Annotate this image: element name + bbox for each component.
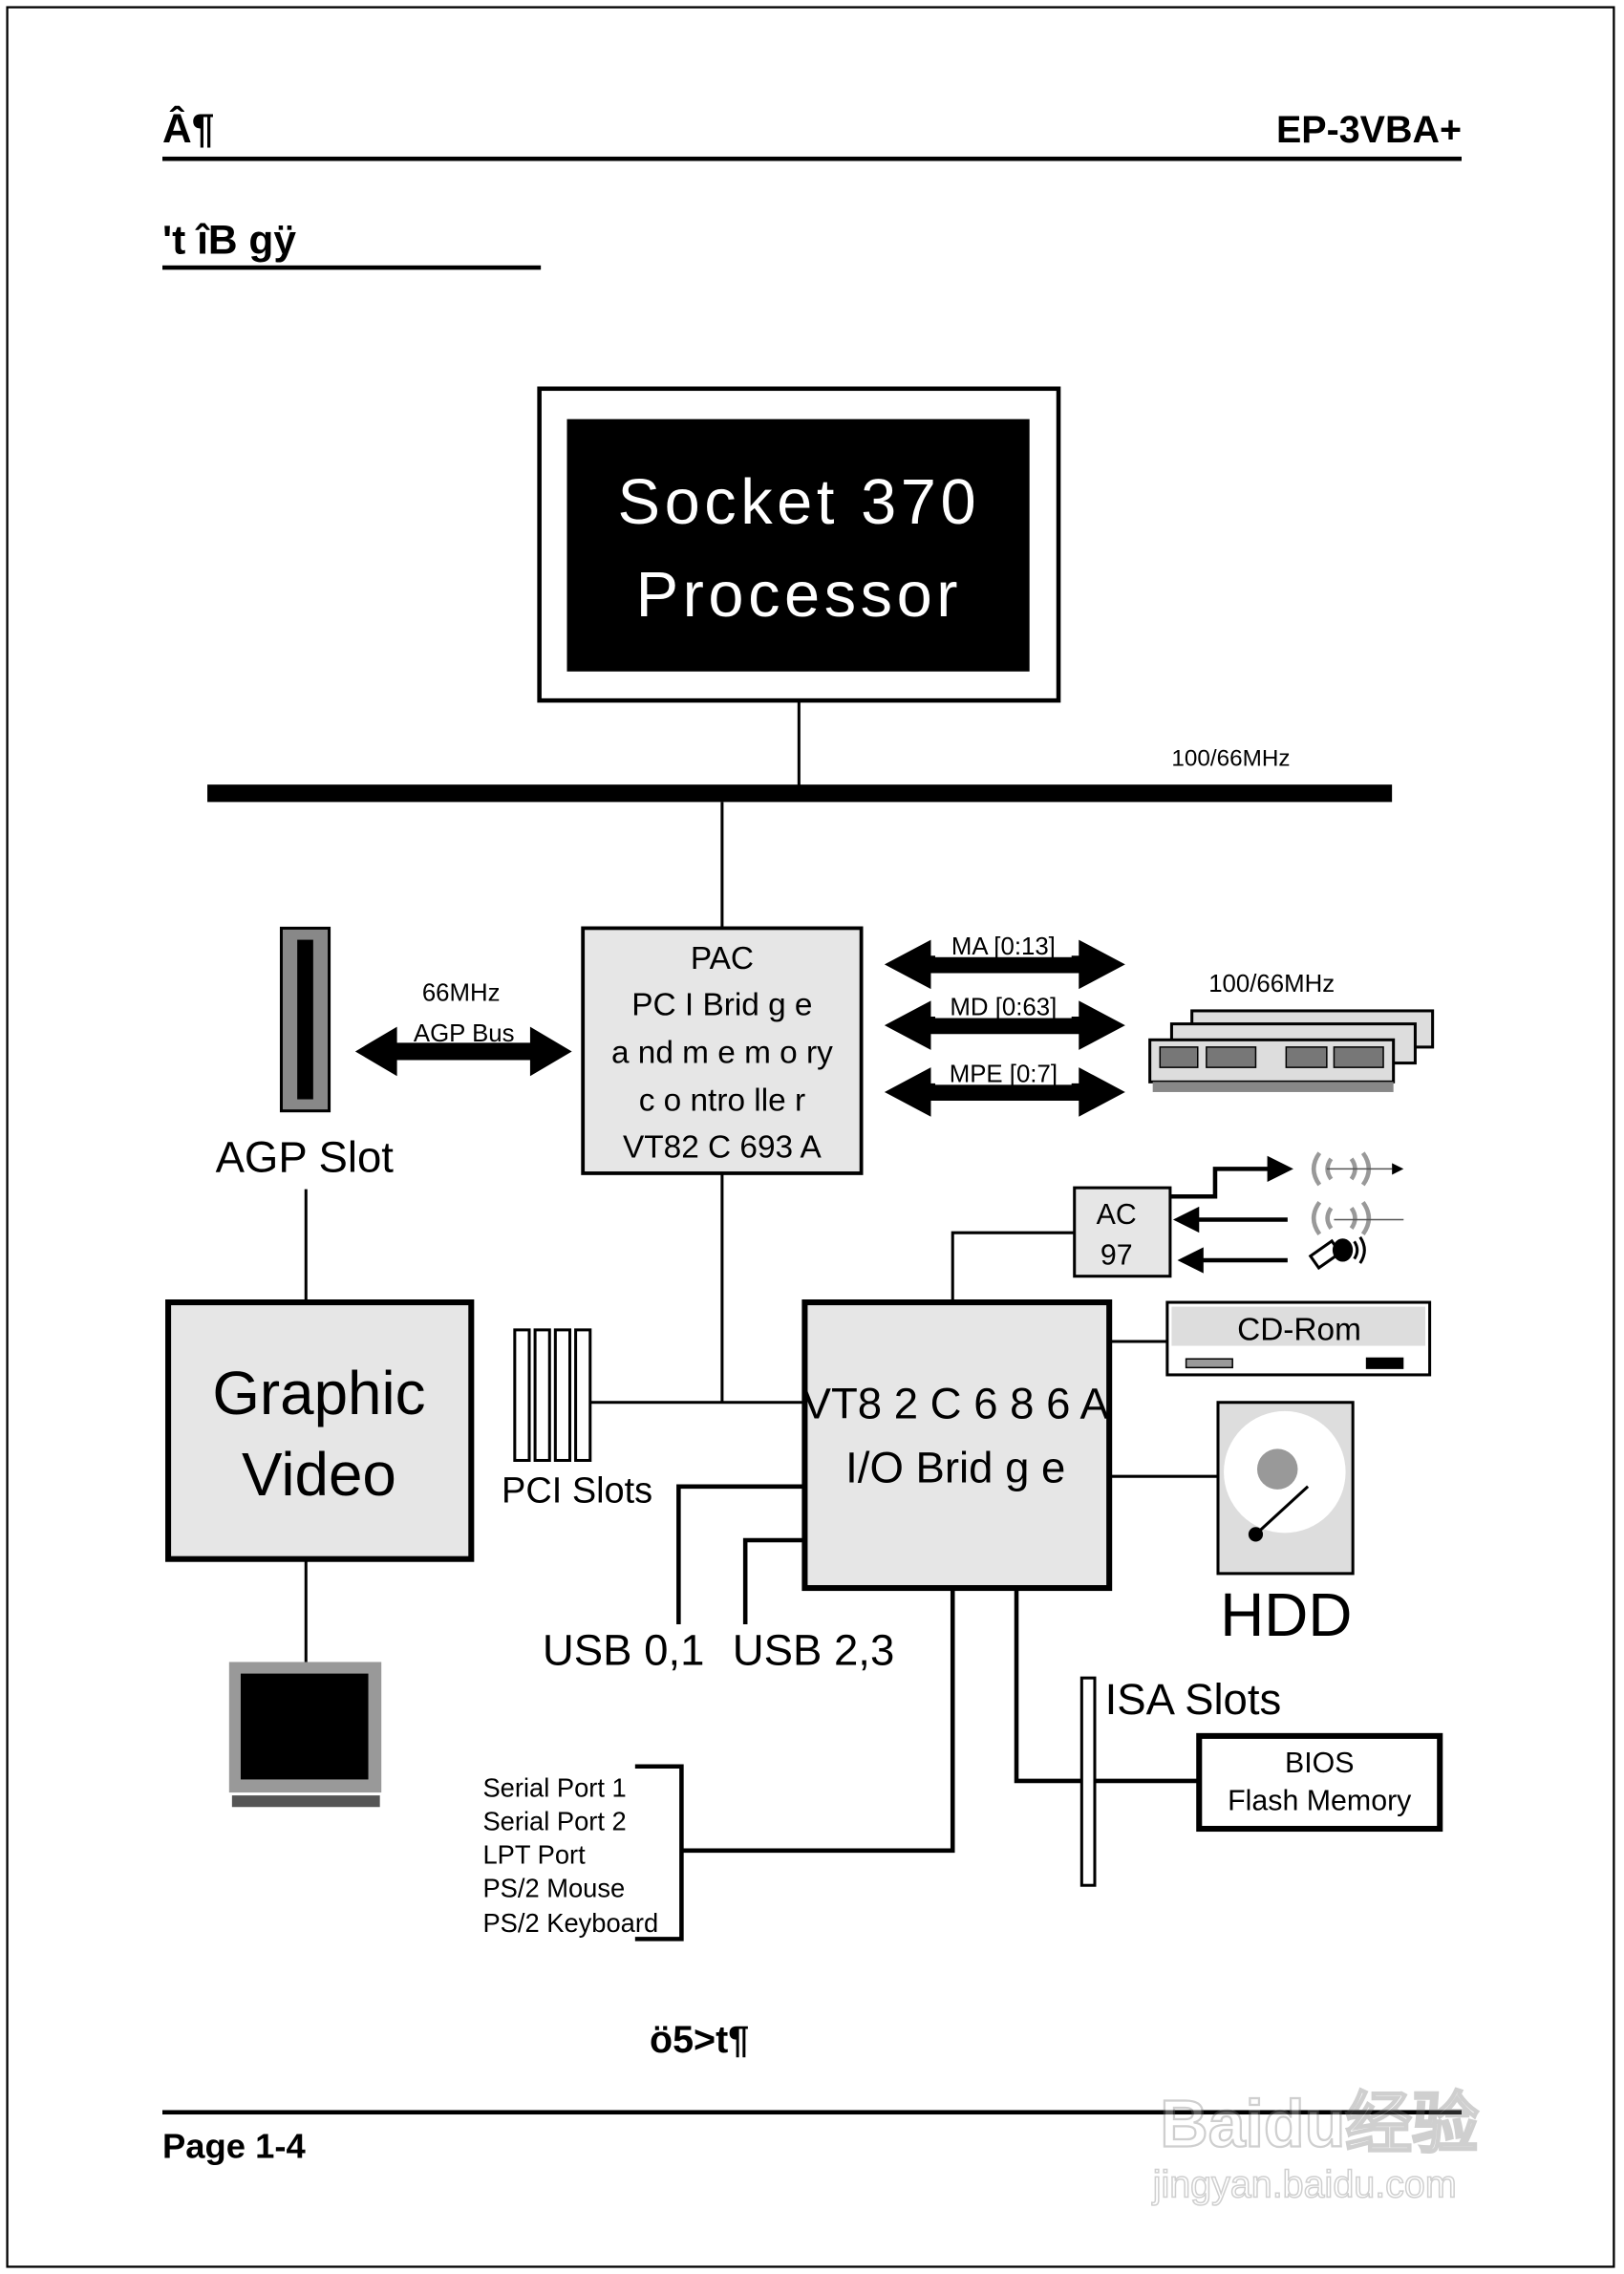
audio-lines (1169, 1155, 1293, 1274)
memory-bus-arrows (884, 939, 1125, 1117)
bus-ma: MA [0:13] (951, 933, 1056, 960)
north-bridge: PAC PC I Brid g e a nd m e m o ry c o nt… (581, 926, 864, 1175)
south-bridge: VT8 2 C 6 8 6 A I/O Brid g e (801, 1299, 1113, 1592)
speaker-out-icon (1311, 1151, 1393, 1187)
hdd-icon (1216, 1401, 1355, 1576)
header-right-title: EP-3VBA+ (1276, 109, 1462, 151)
monitor-icon (228, 1662, 382, 1808)
section-title: 't îB gÿ (162, 219, 296, 264)
memory-freq-label: 100/66MHz (1208, 971, 1335, 998)
bios-block: BIOS Flash Memory (1196, 1732, 1443, 1833)
sb-line-1: VT8 2 C 6 8 6 A (802, 1379, 1110, 1427)
page-border (6, 6, 1615, 2268)
io-ports-list: Serial Port 1 Serial Port 2 LPT Port PS/… (482, 1773, 658, 1938)
watermark-brand: Baidu经验 (1160, 2086, 1479, 2160)
agp-slot-label: AGP Slot (216, 1132, 395, 1181)
line-in-icon (1311, 1200, 1404, 1236)
pci-slots-label: PCI Slots (502, 1471, 652, 1512)
ac97-line-1: AC (1097, 1199, 1137, 1231)
processor-label-1: Socket 370 (618, 467, 981, 538)
agp-bus-label: AGP Bus (414, 1020, 515, 1047)
baidu-watermark: Baidu经验 jingyan.baidu.com (1151, 2085, 1480, 2206)
ac97-codec: AC 97 (1073, 1186, 1172, 1278)
front-side-bus (207, 784, 1393, 803)
io-port: Serial Port 2 (482, 1807, 626, 1836)
footer-rule (162, 2110, 1462, 2115)
nb-line-5: VT82 C 693 A (623, 1129, 823, 1165)
section-rule (162, 265, 542, 270)
processor-block: Socket 370 Processor (537, 386, 1061, 703)
figure-caption: ö5>t¶ (650, 2019, 749, 2061)
header-rule (162, 156, 1462, 161)
nb-line-3: a nd m e m o ry (611, 1036, 833, 1071)
io-port: LPT Port (482, 1839, 586, 1869)
isa-slots-label: ISA Slots (1105, 1675, 1282, 1724)
cdrom-label: CD-Rom (1237, 1312, 1361, 1347)
processor-label-2: Processor (636, 560, 963, 631)
bus-mpe: MPE [0:7] (950, 1061, 1058, 1087)
fsb-label: 100/66MHz (1171, 745, 1290, 771)
watermark-url: jingyan.baidu.com (1152, 2164, 1457, 2206)
nb-line-4: c o ntro lle r (639, 1083, 805, 1119)
bios-line-1: BIOS (1285, 1748, 1355, 1779)
bios-line-2: Flash Memory (1228, 1785, 1412, 1816)
bus-md: MD [0:63] (950, 995, 1057, 1021)
pci-slots-icon (513, 1328, 592, 1462)
footer-page: Page 1-4 (162, 2127, 307, 2166)
usb-23-label: USB 2,3 (733, 1625, 895, 1674)
graphic-line-1: Graphic (212, 1359, 425, 1427)
io-port: Serial Port 1 (482, 1773, 626, 1803)
header-left-title: Â¶ (162, 105, 214, 152)
io-port: PS/2 Mouse (482, 1873, 625, 1902)
microphone-icon (1308, 1235, 1366, 1271)
usb-01-label: USB 0,1 (543, 1625, 705, 1674)
agp-bus-freq: 66MHz (422, 979, 501, 1006)
isa-slot-icon (1079, 1676, 1097, 1887)
sb-line-2: I/O Brid g e (845, 1443, 1065, 1491)
cdrom-icon: CD-Rom (1165, 1300, 1432, 1377)
io-port: PS/2 Keyboard (482, 1908, 658, 1938)
nb-line-1: PAC (691, 941, 754, 976)
hdd-label: HDD (1220, 1580, 1352, 1649)
memory-modules-icon (1148, 1009, 1435, 1092)
nb-line-2: PC I Brid g e (631, 988, 812, 1023)
ac97-line-2: 97 (1100, 1240, 1133, 1272)
graphic-video-block: Graphic Video (165, 1299, 475, 1562)
graphic-line-2: Video (242, 1440, 396, 1509)
io-ports-bracket (634, 1764, 684, 1941)
agp-slot-icon (279, 926, 331, 1113)
